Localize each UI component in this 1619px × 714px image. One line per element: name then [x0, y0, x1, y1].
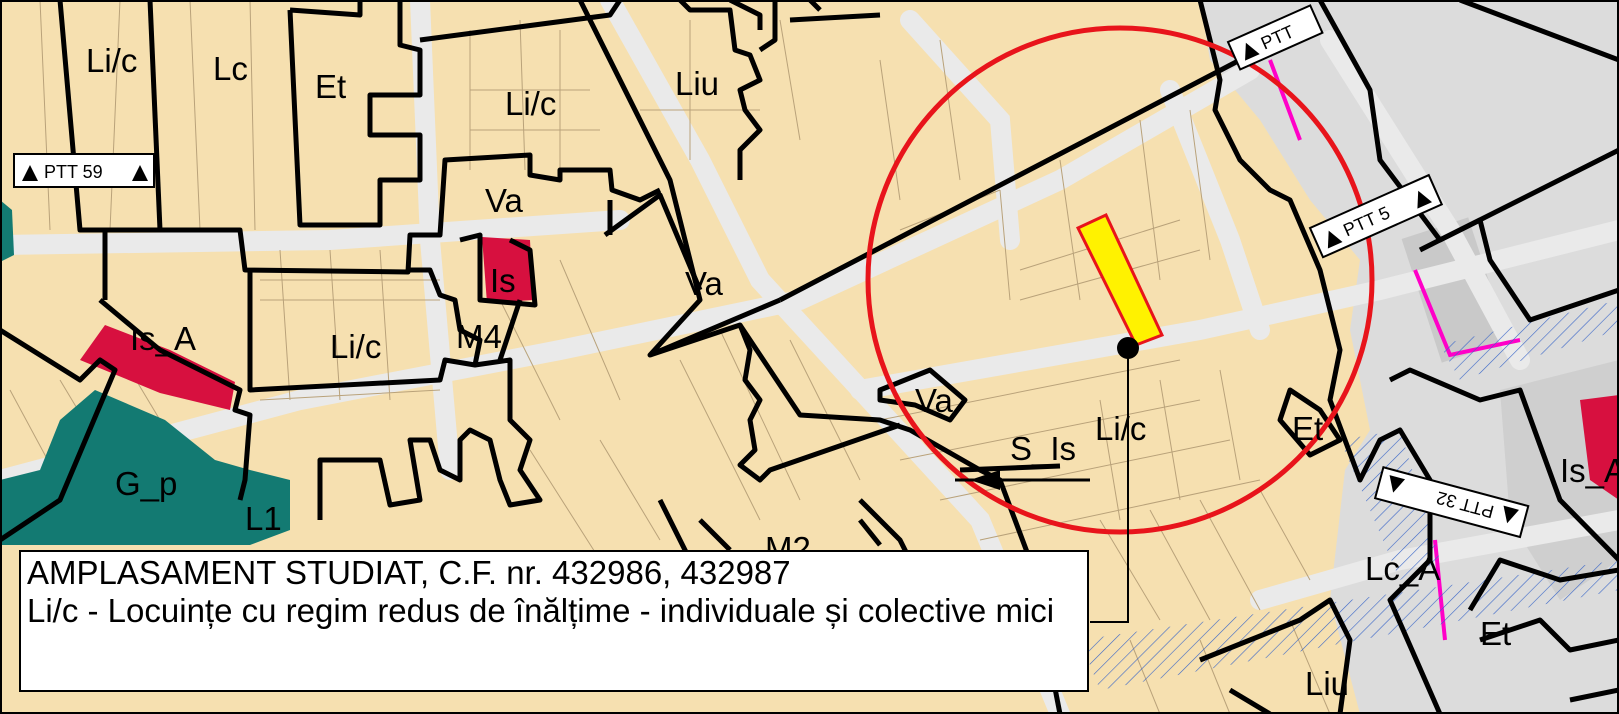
zone-label: Va	[485, 182, 524, 219]
zone-label: Lc_A	[1365, 550, 1440, 587]
callout-description: Li/c - Locuințe cu regim redus de înălți…	[27, 592, 1055, 629]
zone-label: Liu	[675, 65, 719, 102]
zone-label: Va	[685, 265, 724, 302]
ptt-marker[interactable]: PTT 59	[13, 153, 155, 188]
green-space-zone	[0, 200, 14, 262]
hatch-area	[1080, 560, 1619, 690]
grey-building	[1401, 217, 1509, 363]
site-anchor-dot	[1117, 337, 1139, 359]
institutional-zone	[1580, 395, 1619, 500]
direction-arrow-head	[970, 470, 1000, 490]
zone-label: S_Is	[1010, 430, 1076, 467]
zone-label: Is_A	[130, 320, 196, 357]
zone-label: Et	[1480, 615, 1511, 652]
site-callout-box: AMPLASAMENT STUDIAT, C.F. nr. 432986, 43…	[19, 550, 1089, 692]
parcel-lines	[9, 0, 1331, 714]
zone-label: Va	[915, 382, 954, 419]
zone-label: Et	[315, 68, 346, 105]
green-space-zone	[0, 390, 290, 545]
zone-label: Lc	[213, 50, 248, 87]
zone-label: Liu	[1305, 665, 1349, 702]
institutional-zone	[80, 325, 235, 410]
studied-site-parcel	[1075, 213, 1165, 347]
zone-label: Et	[1292, 410, 1323, 447]
callout-leader-line	[1090, 348, 1129, 623]
zone-label: Is	[490, 262, 516, 299]
zone-label: Li/c	[330, 328, 381, 365]
zone-label: M4	[456, 318, 502, 355]
zone-label: Is_A	[1560, 452, 1619, 489]
ptt-marker-label: PTT 59	[44, 162, 103, 182]
hatch-area	[1440, 300, 1619, 380]
zone-label: Li/c	[86, 42, 137, 79]
zone-label: Li/c	[505, 85, 556, 122]
callout-title: AMPLASAMENT STUDIAT, C.F. nr. 432986, 43…	[27, 554, 791, 591]
zone-label: Li/c	[1095, 410, 1146, 447]
zone-label: L1	[245, 500, 282, 537]
study-area-circle	[865, 25, 1375, 535]
institutional-zone	[482, 237, 533, 303]
zone-label: G_p	[115, 465, 177, 502]
ptt-marker[interactable]: PTT	[1226, 4, 1324, 71]
